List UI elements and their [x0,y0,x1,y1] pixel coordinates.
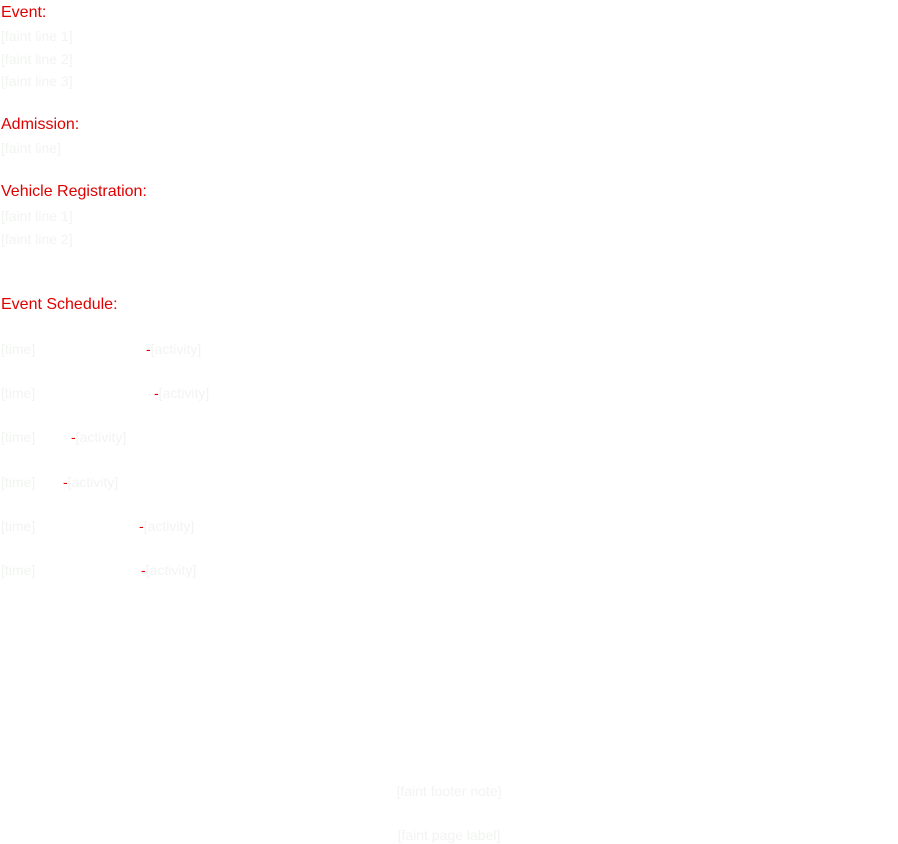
schedule-time: [time] [1,518,36,534]
vehicle-registration-line-2: [faint line 2] [1,231,73,247]
schedule-activity: [activity] [143,518,195,534]
event-schedule-heading: Event Schedule: [1,296,118,313]
schedule-separator: - [146,341,151,357]
vehicle-registration-line-1: [faint line 1] [1,208,73,224]
schedule-separator: - [154,385,159,401]
schedule-separator: - [139,518,144,534]
schedule-separator: - [141,562,146,578]
schedule-item: [time] -[activity] [1,384,209,402]
schedule-item: [time] -[activity] [1,428,126,446]
schedule-item: [time] -[activity] [1,517,194,535]
event-line-3: [faint line 3] [1,73,73,89]
schedule-time: [time] [1,429,36,445]
vehicle-registration-heading: Vehicle Registration: [1,183,147,200]
footer-note: [faint footer note] [396,783,502,799]
schedule-time: [time] [1,341,36,357]
schedule-time: [time] [1,385,36,401]
schedule-time: [time] [1,474,36,490]
schedule-separator: - [63,474,68,490]
admission-heading: Admission: [1,116,80,133]
schedule-item: [time] -[activity] [1,561,196,579]
schedule-activity: [activity] [150,341,202,357]
schedule-item: [time] -[activity] [1,340,201,358]
schedule-separator: - [71,429,76,445]
schedule-item: [time] -[activity] [1,473,118,491]
admission-line-1: [faint line] [1,140,61,156]
event-heading: Event: [1,4,47,21]
schedule-activity: [activity] [75,429,127,445]
schedule-activity: [activity] [67,474,119,490]
schedule-activity: [activity] [158,385,210,401]
page-label: [faint page label] [397,827,501,843]
schedule-activity: [activity] [145,562,197,578]
event-line-1: [faint line 1] [1,28,73,44]
event-line-2: [faint line 2] [1,51,73,67]
schedule-time: [time] [1,562,36,578]
